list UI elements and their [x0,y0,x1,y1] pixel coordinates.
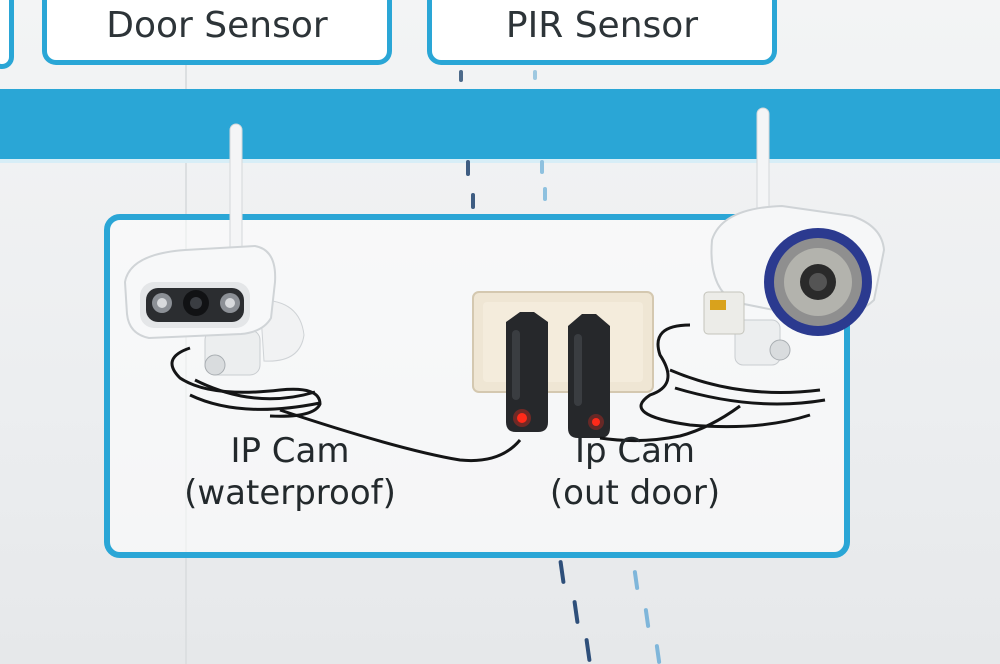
ip-cam-waterproof [123,123,305,376]
blue-horizontal-band [0,89,1000,159]
caption-left-line2: (waterproof) [184,473,396,513]
caption-ip-cam-waterproof: IP Cam (waterproof) [160,430,420,514]
cables [170,323,826,463]
dash-line-upper-1 [459,70,463,82]
dash-line-mid-4 [543,187,547,201]
blue-band-highlight [0,159,1000,163]
sign-partial-left [0,0,14,69]
ip-cam-outdoor [703,107,886,366]
dash-line-mid-2 [471,193,475,209]
caption-left-line1: IP Cam [230,431,350,471]
caption-ip-cam-outdoor: Ip Cam (out door) [520,430,750,514]
caption-right-line1: Ip Cam [574,431,696,471]
dash-line-mid-3 [540,160,544,174]
power-adapter-left [506,312,548,432]
sign-door-sensor: Door Sensor [42,0,392,65]
sign-pir-sensor-text: PIR Sensor [505,4,699,46]
dash-line-upper-2 [533,70,537,80]
dash-line-mid-1 [466,160,470,176]
wall-outlet-plate [472,291,654,393]
caption-right-line2: (out door) [549,473,721,513]
sign-door-sensor-text: Door Sensor [106,4,328,46]
power-adapter-right [568,314,610,438]
sign-pir-sensor: PIR Sensor [427,0,777,65]
